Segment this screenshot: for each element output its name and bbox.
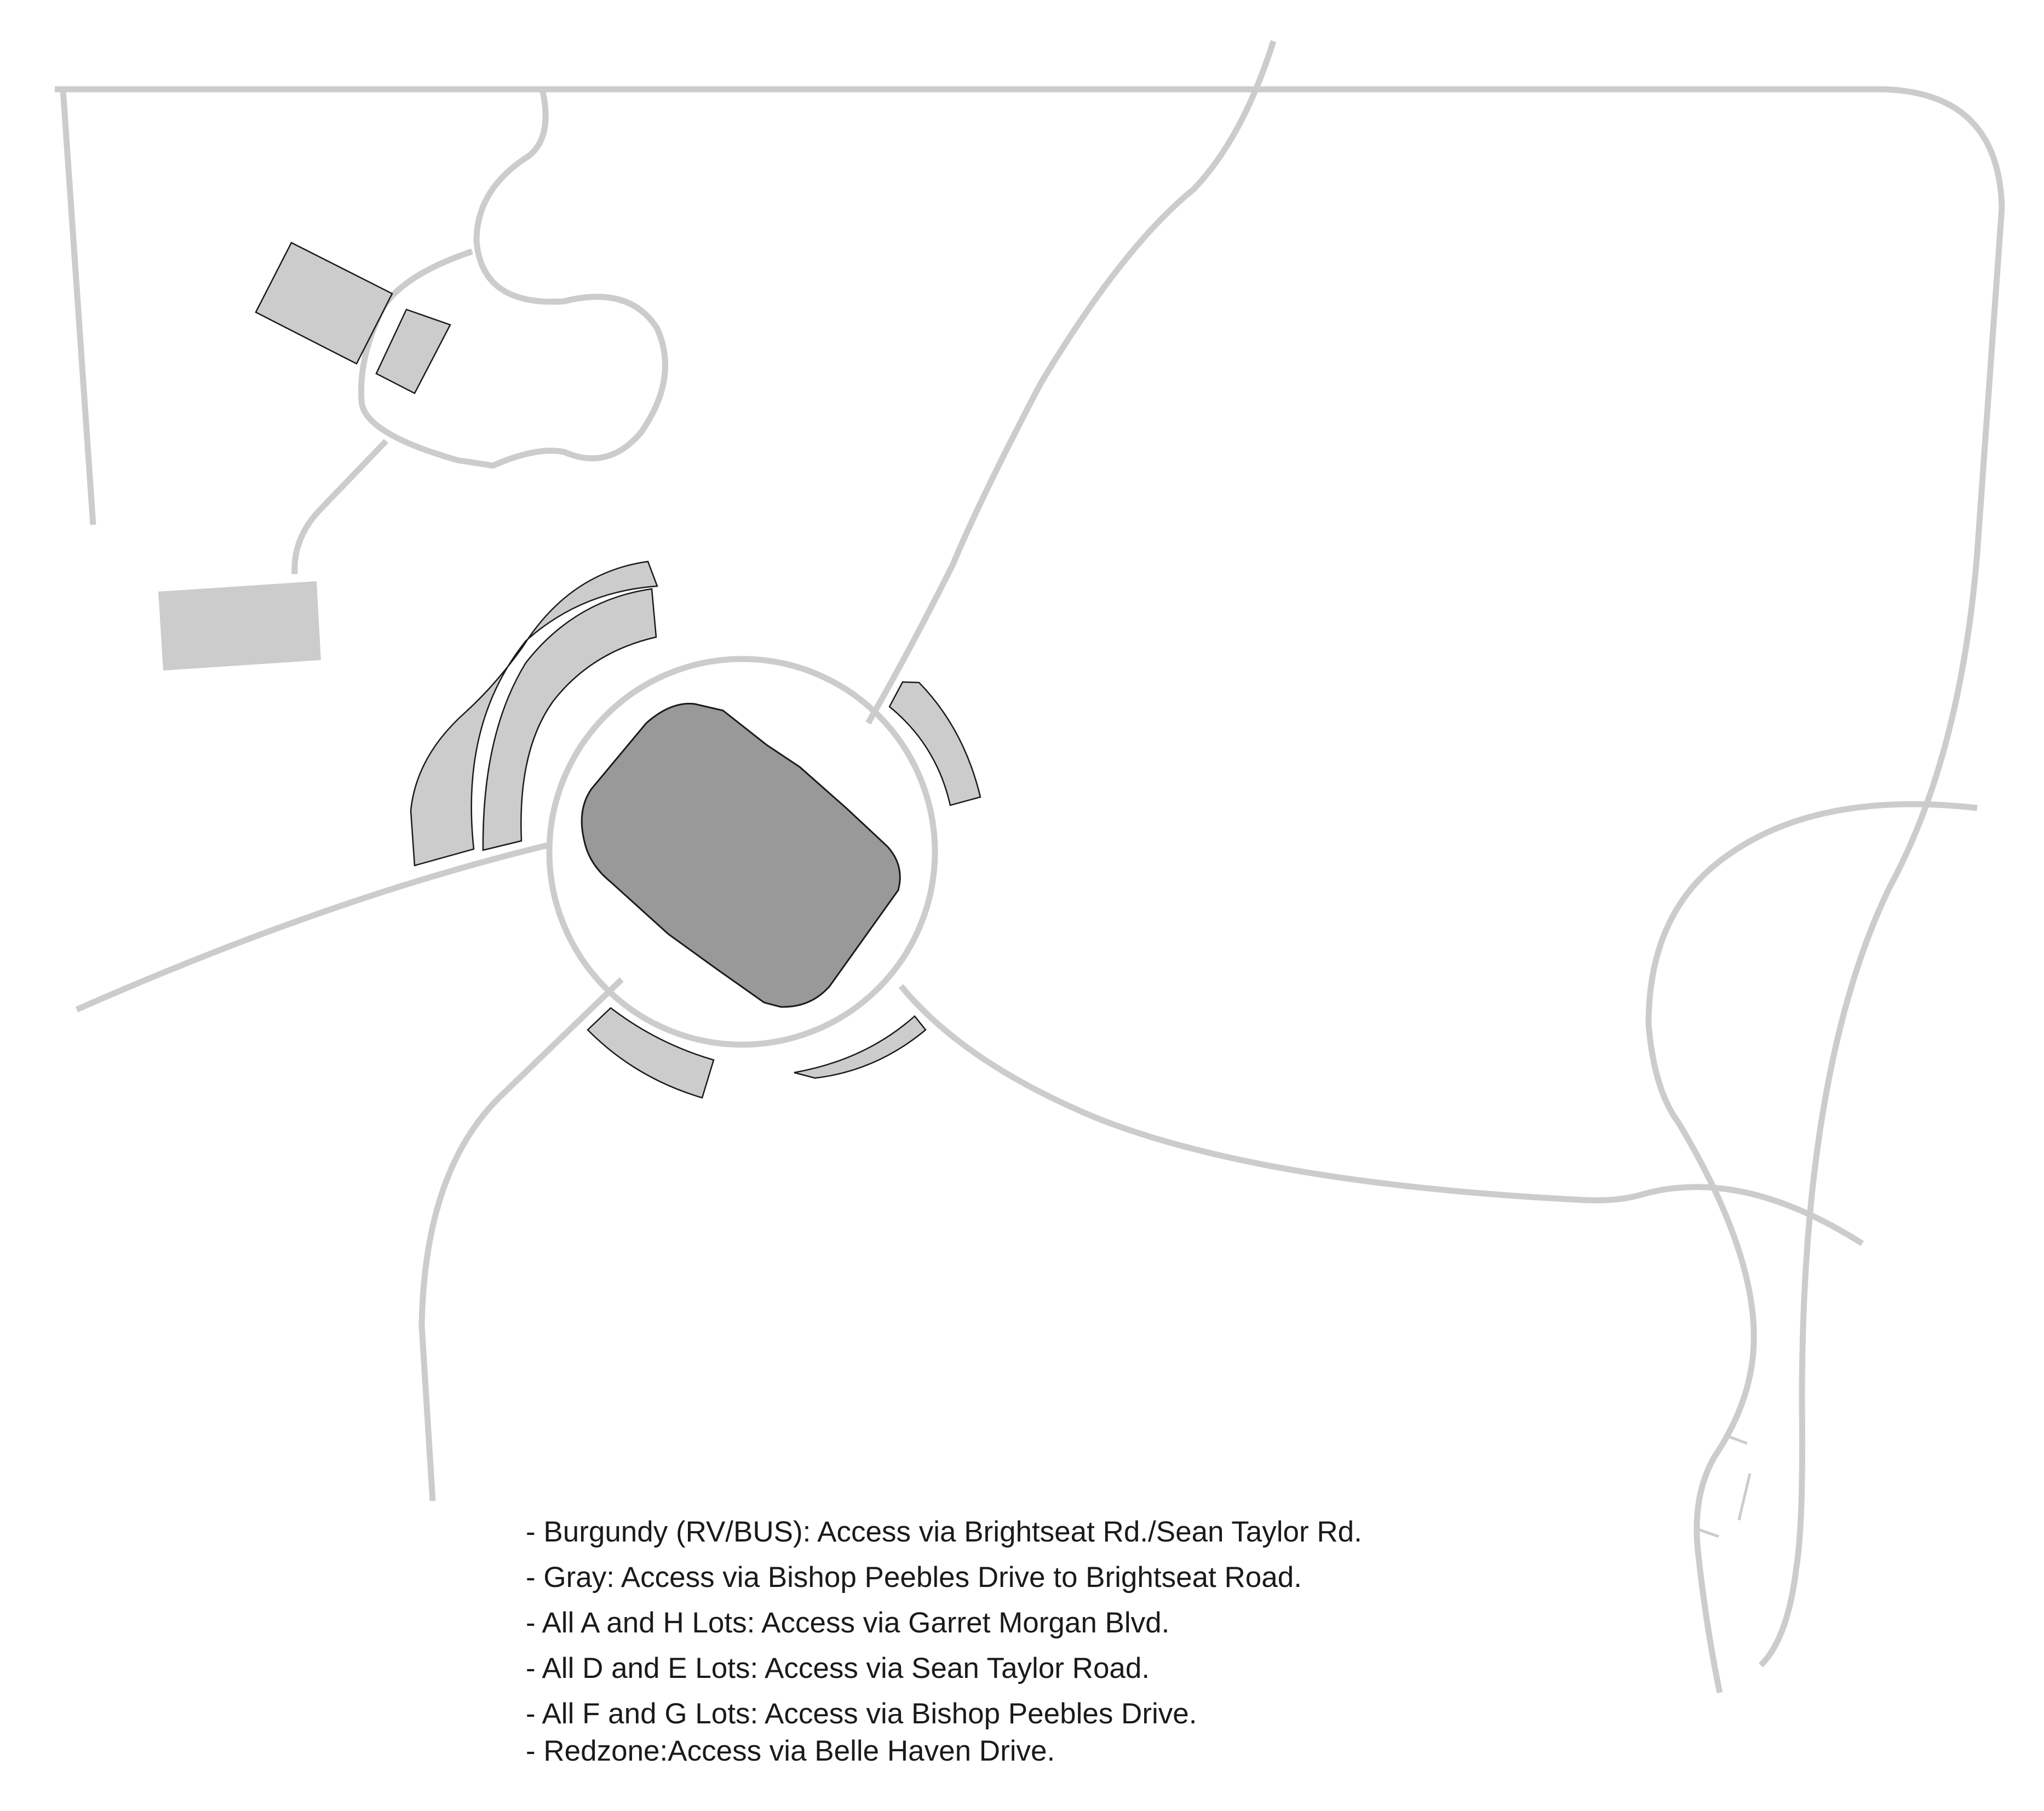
parking-lot-west-arc-inner[interactable] <box>482 588 657 851</box>
road-east-loop <box>1645 801 1978 1694</box>
parking-lot-northeast-arc[interactable] <box>888 681 981 806</box>
road-east-boundary <box>1759 208 2005 1667</box>
legend-item-redzone: - Redzone:Access via Belle Haven Drive. <box>526 1735 1055 1767</box>
road-marking-1 <box>1725 1434 1748 1445</box>
road-southwest-arterial <box>75 842 549 1013</box>
legend-item-burgundy: - Burgundy (RV/BUS): Access via Brightse… <box>526 1516 1362 1548</box>
legend-item-gray: - Gray: Access via Bishop Peebles Drive … <box>526 1561 1302 1594</box>
legend-item-f-g-lots: - All F and G Lots: Access via Bishop Pe… <box>526 1698 1197 1730</box>
road-network <box>55 40 2005 1694</box>
road-marking-2 <box>1737 1473 1752 1521</box>
legend-item-d-e-lots: - All D and E Lots: Access via Sean Tayl… <box>526 1652 1150 1684</box>
road-south-spur <box>418 977 624 1501</box>
parking-lot-northwest-small[interactable] <box>375 308 451 394</box>
road-northwest-connector <box>358 88 668 469</box>
parking-lots <box>158 242 981 1099</box>
road-north-diagonal <box>865 40 1277 725</box>
parking-lot-south-arc[interactable] <box>587 1007 715 1099</box>
road-north-boundary <box>55 86 2005 209</box>
parking-lot-west-arc-outer[interactable] <box>410 560 658 867</box>
parking-lot-west[interactable] <box>158 581 321 670</box>
road-west-boundary <box>60 89 96 525</box>
stadium-ring-road <box>546 656 938 1048</box>
legend-item-a-h-lots: - All A and H Lots: Access via Garret Mo… <box>526 1607 1170 1639</box>
road-marking-3 <box>1695 1527 1719 1538</box>
road-southeast-arterial <box>898 984 1864 1246</box>
road-west-spur <box>291 439 388 575</box>
parking-lot-northwest-large[interactable] <box>255 242 393 365</box>
stadium[interactable] <box>581 702 901 1008</box>
parking-lot-southeast-arc[interactable] <box>794 1015 927 1079</box>
